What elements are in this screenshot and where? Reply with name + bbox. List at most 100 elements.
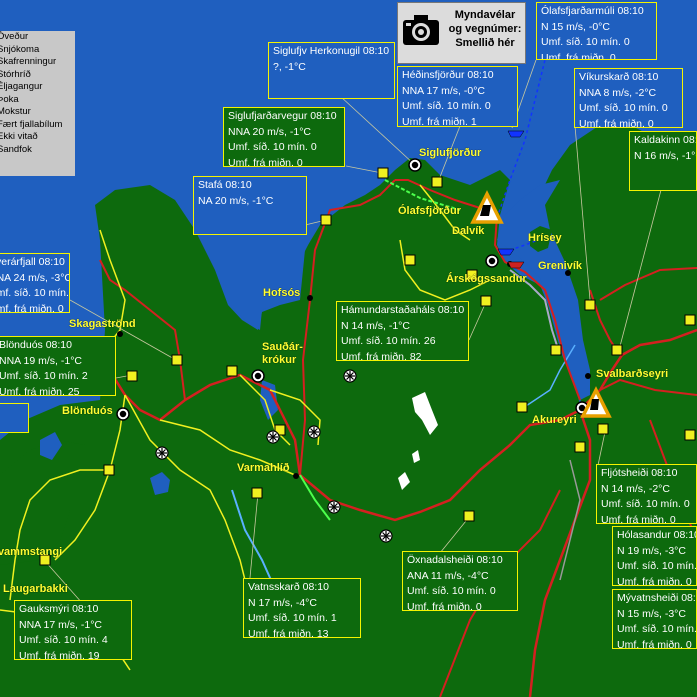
legend-item: Mokstur — [0, 106, 31, 117]
station-line: Umf. síð. 10 mín. 0 — [0, 287, 69, 299]
town-label-olafsfjordur[interactable]: Ólafsfjörður — [398, 205, 461, 217]
station-box-vatnsskard[interactable]: Vatnsskarð 08:10 N 17 m/s, -4°C Umf. síð… — [243, 578, 361, 638]
legend-item: Stórhríð — [0, 68, 31, 80]
camera-label-line: Myndavélar — [454, 9, 516, 21]
town-label-blonduos[interactable]: Blönduós — [62, 405, 113, 417]
station-box-olafsfjardarmuli[interactable]: Ólafsfjarðarmúli 08:10 N 15 m/s, -0°C Um… — [536, 2, 657, 60]
station-line: Umf. síð. 10 mín. 2 — [0, 370, 88, 382]
town-label-akureyri[interactable]: Akureyri — [532, 414, 577, 426]
station-line: Umf. frá miðn. 0 — [601, 513, 676, 524]
station-box-gauksmyri[interactable]: Gauksmýri 08:10 NNA 17 m/s, -1°C Umf. sí… — [14, 600, 132, 660]
station-line: Blönduós 08:10 — [0, 339, 72, 351]
station-line: Siglufjarðarvegur 08:10 — [228, 110, 337, 122]
camera-label-line: Smellið hér — [455, 37, 515, 49]
station-line: N 14 m/s, -2°C — [601, 482, 670, 495]
station-line: Umf. frá miðn. 0 — [617, 575, 692, 586]
station-box-threverarfjall[interactable]: Þverárfjall 08:10 NNA 24 m/s, -3°C Umf. … — [0, 253, 70, 313]
station-line: Vatnsskarð 08:10 — [248, 581, 329, 593]
station-line: Umf. síð. 10 mín. 0 — [617, 623, 697, 635]
roadwork-warning-icon-2 — [580, 386, 612, 418]
town-label-hofsos[interactable]: Hofsós — [263, 287, 301, 299]
camera-link-button[interactable]: Myndavélar og vegnúmer: Smellið hér — [397, 2, 526, 64]
legend-item: Éljagangur — [0, 81, 43, 92]
road-minor — [54, 394, 126, 561]
station-line: Umf. síð. 10 mín. 1 — [248, 612, 337, 624]
station-line: Siglufjv Herkonugil 08:10 — [273, 45, 390, 57]
station-line: N 19 m/s, -3°C — [617, 544, 686, 557]
town-label-svalbardseyri[interactable]: Svalbarðseyri — [596, 368, 669, 380]
town-label-grenivik[interactable]: Grenivík — [538, 260, 583, 272]
station-box-kaldakinn[interactable]: Kaldakinn 08:10 N 16 m/s, -1°C — [629, 131, 697, 191]
legend-item: Óveður — [0, 31, 29, 42]
station-line: Umf. síð. 10 mín. 0 — [601, 498, 690, 510]
station-line: NNA 19 m/s, -1°C — [0, 354, 82, 367]
town-label-line: Sauðár- — [262, 341, 303, 353]
station-box-holasandur[interactable]: Hólasandur 08:10 N 19 m/s, -3°C Umf. síð… — [612, 526, 697, 586]
town-label-hrisey[interactable]: Hrísey — [528, 232, 562, 244]
station-line: NNA 8 m/s, -2°C — [579, 86, 657, 99]
station-line: Umf. frá miðn. 19 — [19, 649, 100, 660]
station-line: Umf. frá miðn. 0 — [228, 156, 303, 167]
station-line: Víkurskarð 08:10 — [579, 71, 659, 83]
station-line: NA 20 m/s, -1°C — [198, 194, 274, 207]
station-box-blonduos[interactable]: Blönduós 08:10 NNA 19 m/s, -1°C Umf. síð… — [0, 336, 116, 396]
station-box-siglufjv[interactable]: Siglufjv Herkonugil 08:10 ?, -1°C — [268, 42, 395, 99]
station-line: ?, -1°C — [273, 60, 306, 73]
station-line: Héðinsfjörður 08:10 — [402, 69, 494, 81]
station-line: Ólafsfjarðarmúli 08:10 — [541, 5, 644, 17]
station-line: Umf. síð. 10 mín. 0 — [617, 560, 697, 572]
station-box-siglufjardarvegur[interactable]: Siglufjarðarvegur 08:10 NNA 20 m/s, -1°C… — [223, 107, 345, 167]
town-label-hvammstangi[interactable]: Hvammstangi — [0, 546, 63, 558]
station-line: ANA 11 m/s, -4°C — [407, 569, 489, 582]
station-line: Fljótsheiði 08:10 — [601, 467, 678, 479]
town-label-line: krókur — [262, 354, 297, 366]
station-line: Umf. frá miðn. 0 — [407, 600, 482, 611]
town-label-laugarbakki[interactable]: Laugarbakki — [3, 583, 68, 595]
town-label-varmahlid[interactable]: Varmahlíð — [237, 462, 290, 474]
station-line: Umf. frá miðn. 13 — [248, 627, 329, 638]
station-box-stafa[interactable]: Stafá 08:10 NA 20 m/s, -1°C — [193, 176, 307, 235]
town-label-skagastrond[interactable]: Skagaströnd — [69, 318, 136, 330]
station-line: Umf. frá miðn. 0 — [579, 117, 654, 128]
town-label-siglufjordur[interactable]: Siglufjörður — [419, 147, 482, 159]
legend-item: Sandfok — [0, 143, 32, 155]
station-line: Umf. frá miðn. 82 — [341, 350, 422, 361]
town-label-arskogssandur[interactable]: Árskógssandur — [446, 273, 527, 285]
station-line: N 14 m/s, -1°C — [341, 319, 410, 332]
station-line: Umf. frá miðn. 0 — [0, 302, 64, 313]
station-line: Umf. síð. 10 mín. 0 — [541, 36, 630, 48]
camera-icon — [403, 15, 439, 45]
legend-item: Þoka — [0, 93, 19, 105]
town-label-saudarkrokur[interactable]: Sauðár- krókur — [262, 341, 303, 367]
station-line: Öxnadalsheiði 08:10 — [407, 554, 503, 566]
station-line: Umf. frá miðn. 1 — [402, 115, 477, 127]
station-box-fljotsheidi[interactable]: Fljótsheiði 08:10 N 14 m/s, -2°C Umf. sí… — [596, 464, 697, 524]
land-mass — [0, 125, 697, 697]
station-line: N 17 m/s, -4°C — [248, 596, 317, 609]
station-box-oxnadalsheidi[interactable]: Öxnadalsheiði 08:10 ANA 11 m/s, -4°C Umf… — [402, 551, 518, 611]
station-line: Umf. frá miðn. 0 — [617, 638, 692, 649]
station-line: NNA 20 m/s, -1°C — [228, 125, 311, 138]
town-label-dalvik[interactable]: Dalvík — [452, 225, 485, 237]
station-line: Stafá 08:10 — [198, 179, 252, 191]
station-line: Umf. síð. 10 mín. 4 — [19, 634, 108, 646]
station-line: N 15 m/s, -0°C — [541, 20, 610, 33]
station-line: Umf. síð. 10 mín. 26 — [341, 335, 436, 347]
station-line: Umf. síð. 10 mín. 0 — [228, 141, 317, 153]
legend-item: Ekki vitað — [0, 131, 38, 142]
station-line: Umf. frá miðn. 25 — [0, 385, 80, 396]
legend-item: Snjókoma — [0, 43, 40, 55]
station-line: Umf. síð. 10 mín. 0 — [402, 100, 491, 112]
station-line: N 16 m/s, -1°C — [634, 149, 697, 162]
legend-item: Fært fjallabílum — [0, 118, 63, 130]
camera-label-line: og vegnúmer: — [448, 23, 522, 35]
station-box-vikurskard[interactable]: Víkurskarð 08:10 NNA 8 m/s, -2°C Umf. sí… — [574, 68, 683, 128]
station-line: N 15 m/s, -3°C — [617, 607, 686, 620]
station-box-empty — [0, 403, 29, 433]
station-box-hamundarstadahals[interactable]: Hámundarstaðaháls 08:10 N 14 m/s, -1°C U… — [336, 301, 469, 361]
station-line: Hólasandur 08:10 — [617, 529, 697, 541]
station-box-myvatnsheidi[interactable]: Mývatnsheiði 08:10 N 15 m/s, -3°C Umf. s… — [612, 589, 697, 649]
station-box-hedinsfjordur[interactable]: Héðinsfjörður 08:10 NNA 17 m/s, -0°C Umf… — [397, 66, 518, 127]
station-line: Umf. síð. 10 mín. 0 — [579, 102, 668, 114]
station-line: Kaldakinn 08:10 — [634, 134, 696, 146]
